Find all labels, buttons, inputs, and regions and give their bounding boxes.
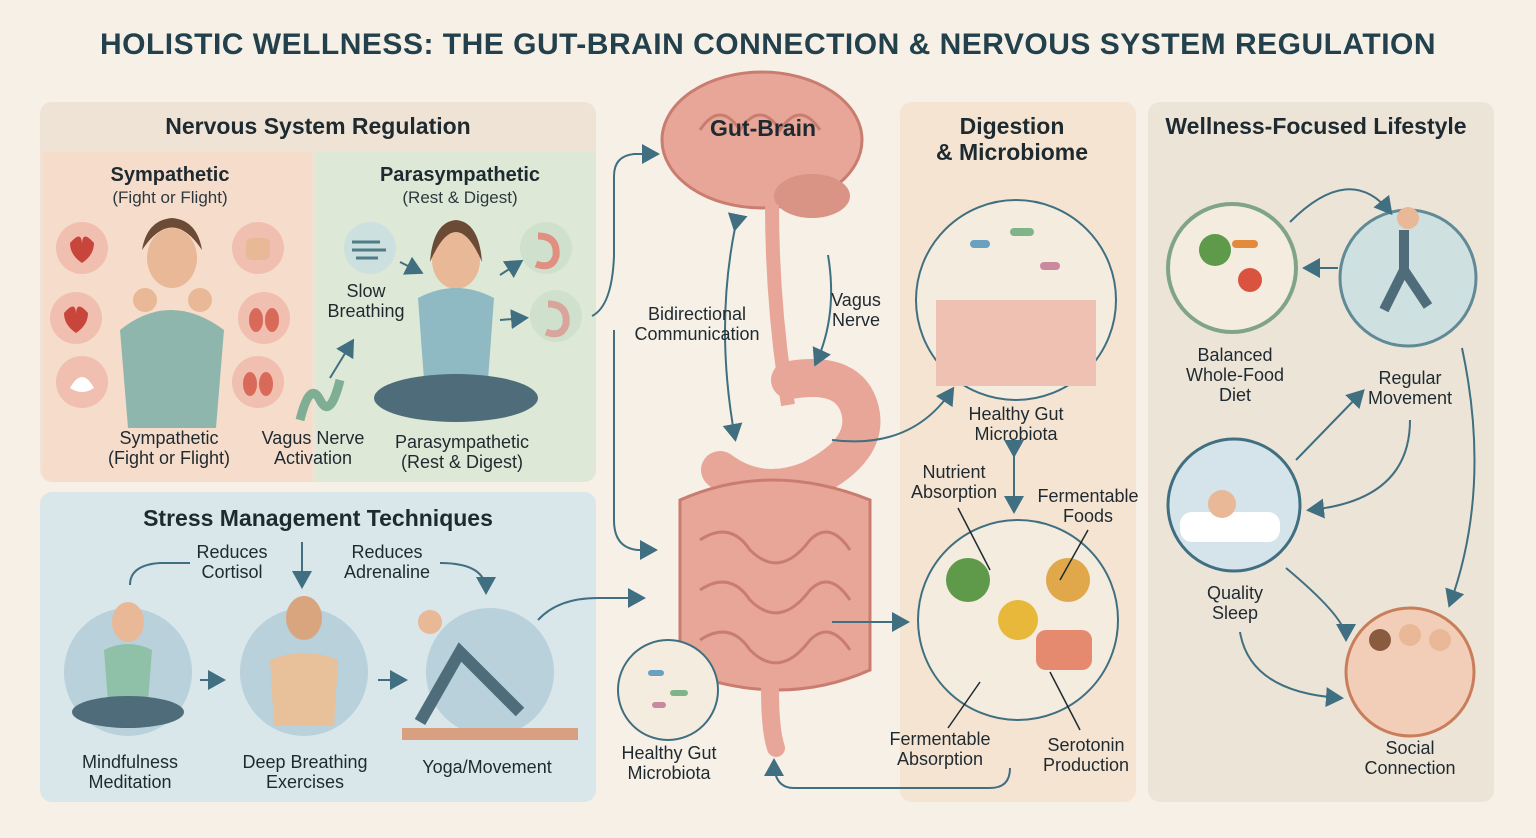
heart-icon <box>50 292 102 344</box>
vagus-nerve-label: Vagus Nerve <box>831 290 881 331</box>
vagus-nerve-icon <box>295 378 345 422</box>
diet-label: Balanced Whole-Food Diet <box>1185 345 1285 406</box>
fermentable-absorption-label: Fermentable Absorption <box>889 729 991 770</box>
adrenal-icon <box>56 356 108 408</box>
vagus-activation-label: Vagus Nerve Activation <box>261 428 365 469</box>
meditation-icon <box>64 602 192 736</box>
diet-plate-icon <box>1166 202 1298 334</box>
parasympathetic-bottom-label: Parasympathetic (Rest & Digest) <box>394 432 530 473</box>
breath-icon <box>344 222 396 274</box>
brain-icon <box>660 70 864 218</box>
bidirectional-label: Bidirectional Communication <box>634 304 760 345</box>
fist-icon <box>232 222 284 274</box>
page-title: HOLISTIC WELLNESS: THE GUT-BRAIN CONNECT… <box>99 28 1437 61</box>
stomach-organ <box>701 359 881 507</box>
microbiota-icon <box>617 639 719 741</box>
sympathetic-bottom-label: Sympathetic (Fight or Flight) <box>107 428 231 469</box>
serotonin-label: Serotonin Production <box>1042 735 1130 776</box>
stomach-icon <box>530 290 582 342</box>
deep-breathing-icon <box>240 596 368 736</box>
social-connection-icon <box>1344 606 1476 738</box>
lungs-icon <box>232 356 284 408</box>
microbiome-circle-icon <box>915 199 1117 401</box>
stress-header: Stress Management Techniques <box>143 505 493 531</box>
movement-label: Regular Movement <box>1367 368 1453 409</box>
digestion-header: Digestion & Microbiome <box>935 113 1089 165</box>
sympathetic-subtitle: (Fight or Flight) <box>112 188 228 207</box>
fermentable-foods-label: Fermentable Foods <box>1037 486 1139 527</box>
sleep-label: Quality Sleep <box>1206 583 1264 624</box>
sympathetic-title: Sympathetic <box>110 164 230 186</box>
meditating-woman-icon <box>374 220 538 422</box>
reduces-adrenaline-label: Reduces Adrenaline <box>343 542 431 583</box>
sleep-icon <box>1166 437 1302 573</box>
yoga-label: Yoga/Movement <box>422 757 552 777</box>
stomach-icon <box>520 222 572 274</box>
social-label: Social Connection <box>1364 738 1456 779</box>
reduces-cortisol-label: Reduces Cortisol <box>196 542 268 583</box>
lungs-icon <box>238 292 290 344</box>
gut-brain-label: Gut-Brain <box>709 115 817 141</box>
yoga-icon <box>402 608 578 740</box>
mindfulness-label: Mindfulness Meditation <box>81 752 179 793</box>
slow-breathing-label: Slow Breathing <box>327 281 405 322</box>
nutrient-absorption-label: Nutrient Absorption <box>910 462 998 503</box>
food-plate-icon <box>917 519 1119 721</box>
intestine-icon <box>678 478 872 757</box>
healthy-gut-label: Healthy Gut Microbiota <box>968 404 1064 445</box>
center-healthy-gut-label: Healthy Gut Microbiota <box>621 743 717 784</box>
runner-icon <box>1338 207 1478 348</box>
lifestyle-header: Wellness-Focused Lifestyle <box>1165 113 1467 139</box>
deep-breathing-label: Deep Breathing Exercises <box>242 752 368 793</box>
nervous-system-header: Nervous System Regulation <box>165 113 471 139</box>
stressed-woman-icon <box>120 218 224 428</box>
heart-icon <box>56 222 108 274</box>
parasympathetic-title: Parasympathetic <box>379 164 541 186</box>
parasympathetic-subtitle: (Rest & Digest) <box>402 188 518 207</box>
